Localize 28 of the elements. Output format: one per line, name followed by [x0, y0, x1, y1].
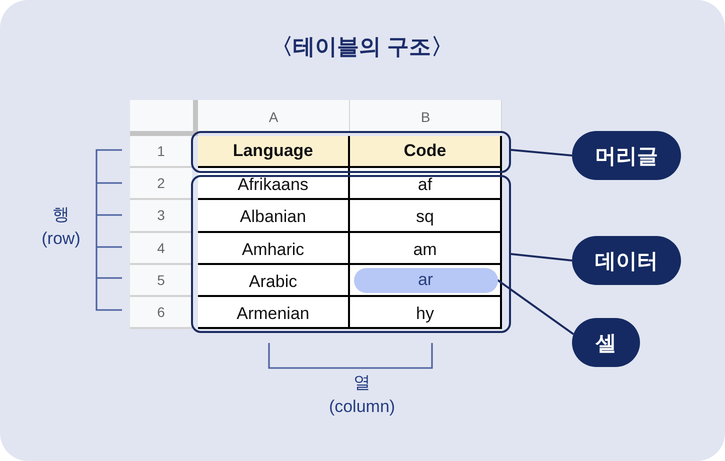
row-header: 6: [130, 297, 192, 330]
bracket-label: 행 (row): [40, 204, 82, 250]
leader-line: [496, 279, 574, 336]
rounded-outline: [191, 131, 511, 173]
table-cell: Armenian: [198, 297, 350, 330]
column-header: B: [350, 100, 502, 133]
table-cell: am: [350, 232, 502, 265]
header-cell: Code: [350, 136, 502, 168]
row-header: 1: [130, 136, 192, 168]
highlighted-cell: ar: [354, 268, 498, 292]
row-header: 5: [130, 264, 192, 297]
rounded-outline: [191, 175, 511, 333]
bracket-label: 열 (column): [328, 372, 396, 418]
callout-label: 데이터: [572, 236, 681, 285]
header-cell: Language: [198, 136, 350, 168]
table-cell: Amharic: [198, 232, 350, 265]
table-cell: Arabic: [198, 264, 350, 297]
title: 〈테이블의 구조〉: [270, 33, 454, 61]
row-header: 2: [130, 168, 192, 200]
table-cell: hy: [350, 297, 502, 330]
row-header: 4: [130, 232, 192, 265]
leader-line: [510, 148, 572, 156]
leader-line: [510, 253, 572, 262]
row-header: 3: [130, 200, 192, 233]
callout-label: 머리글: [572, 131, 681, 180]
table-cell: Albanian: [198, 200, 350, 233]
column-header: A: [198, 100, 350, 133]
table-cell: sq: [350, 200, 502, 233]
